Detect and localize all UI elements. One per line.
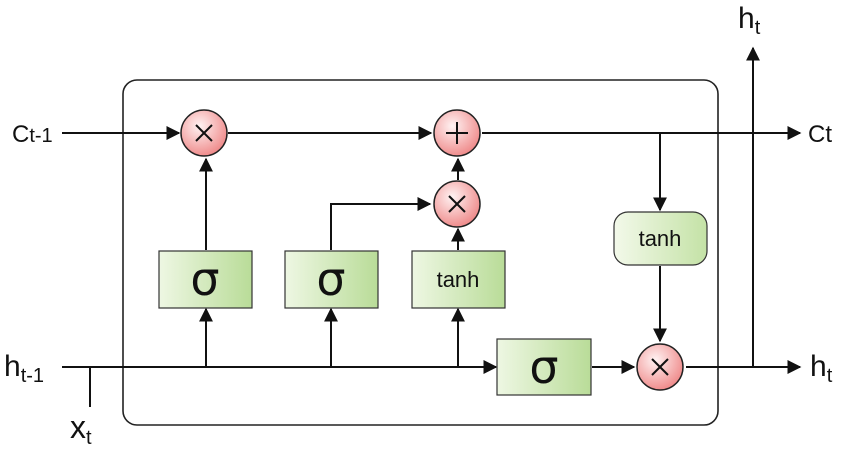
c-next-main: C <box>808 121 825 148</box>
forget-gate: σ <box>158 250 253 309</box>
c-next-label: Ct <box>808 121 832 148</box>
c-prev-main: C <box>12 121 29 148</box>
c-prev-label: Ct-1 <box>12 121 53 148</box>
lstm-cell-boundary <box>122 79 719 426</box>
h-top-main: h <box>738 2 755 35</box>
forget-multiply-op <box>180 109 228 157</box>
cell-tanh-block: tanh <box>613 211 708 266</box>
h-top-sub: t <box>755 17 761 39</box>
input-gate: σ <box>284 250 379 309</box>
x-input-label: xt <box>70 409 92 449</box>
output-gate-symbol: σ <box>529 340 558 394</box>
multiply-icon <box>448 195 466 213</box>
candidate-tanh-gate: tanh <box>411 250 506 309</box>
h-out-main: h <box>810 350 827 383</box>
h-out-label: ht <box>810 350 833 387</box>
output-gate: σ <box>496 338 592 396</box>
x-input-sub: t <box>86 427 92 449</box>
c-next-sub: t <box>825 121 832 148</box>
forget-gate-symbol: σ <box>190 252 219 306</box>
input-gate-to-mult <box>330 197 432 250</box>
x-input-main: x <box>70 409 86 445</box>
plus-icon <box>446 122 468 144</box>
multiply-icon <box>651 358 669 376</box>
cell-add-op <box>433 109 481 157</box>
output-multiply-op <box>636 343 684 391</box>
input-multiply-op <box>433 180 481 228</box>
multiply-icon <box>195 124 213 142</box>
candidate-tanh-label: tanh <box>437 267 480 292</box>
c-prev-sub: t-1 <box>29 125 52 147</box>
h-prev-main: h <box>4 350 21 383</box>
input-gate-symbol: σ <box>316 252 345 306</box>
h-prev-sub: t-1 <box>21 365 44 387</box>
h-out-sub: t <box>827 365 833 387</box>
h-top-label: ht <box>738 2 761 39</box>
cell-tanh-label: tanh <box>639 226 682 251</box>
h-prev-label: ht-1 <box>4 350 44 387</box>
